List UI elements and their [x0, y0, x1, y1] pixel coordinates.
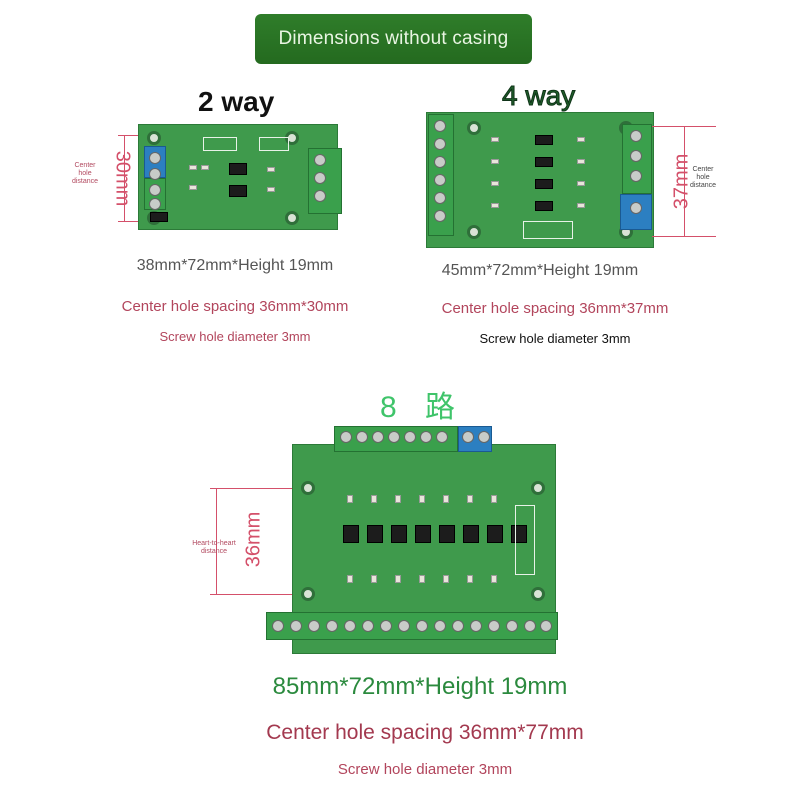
board-4way-size: 45mm*72mm*Height 19mm	[441, 262, 639, 279]
board-8way-note: Heart-to-heart distance	[192, 540, 236, 555]
board-4way-title: 4 way	[501, 80, 576, 112]
board-4way-image: 37mm Center hole distance	[422, 108, 722, 248]
board-8way-size: 85mm*72mm*Height 19mm	[272, 673, 568, 700]
board-8way-image: 36mm Heart-to-heart distance	[186, 424, 566, 660]
title-banner: Dimensions without casing	[255, 14, 532, 64]
board-2way-note: Center hole distance	[71, 162, 99, 185]
board-2way-size: 38mm*72mm*Height 19mm	[136, 257, 334, 274]
pcb-4way	[426, 112, 654, 248]
board-8way-title: 8 路	[380, 391, 466, 424]
board-4way-note: Center hole distance	[689, 166, 717, 189]
board-2way-title: 2 way	[198, 86, 275, 117]
board-8way-dim: 36mm	[242, 511, 265, 568]
board-8way-screw: Screw hole diameter 3mm	[337, 761, 513, 778]
board-2way-image: 30mm Center hole distance	[70, 122, 350, 232]
board-2way-dim: 30mm	[111, 150, 134, 207]
board-2way-screw: Screw hole diameter 3mm	[159, 329, 311, 344]
board-8way-spacing: Center hole spacing 36mm*77mm	[266, 721, 584, 744]
board-4way-screw: Screw hole diameter 3mm	[479, 331, 631, 346]
board-4way-spacing: Center hole spacing 36mm*37mm	[441, 300, 669, 317]
board-2way-spacing: Center hole spacing 36mm*30mm	[121, 298, 349, 315]
